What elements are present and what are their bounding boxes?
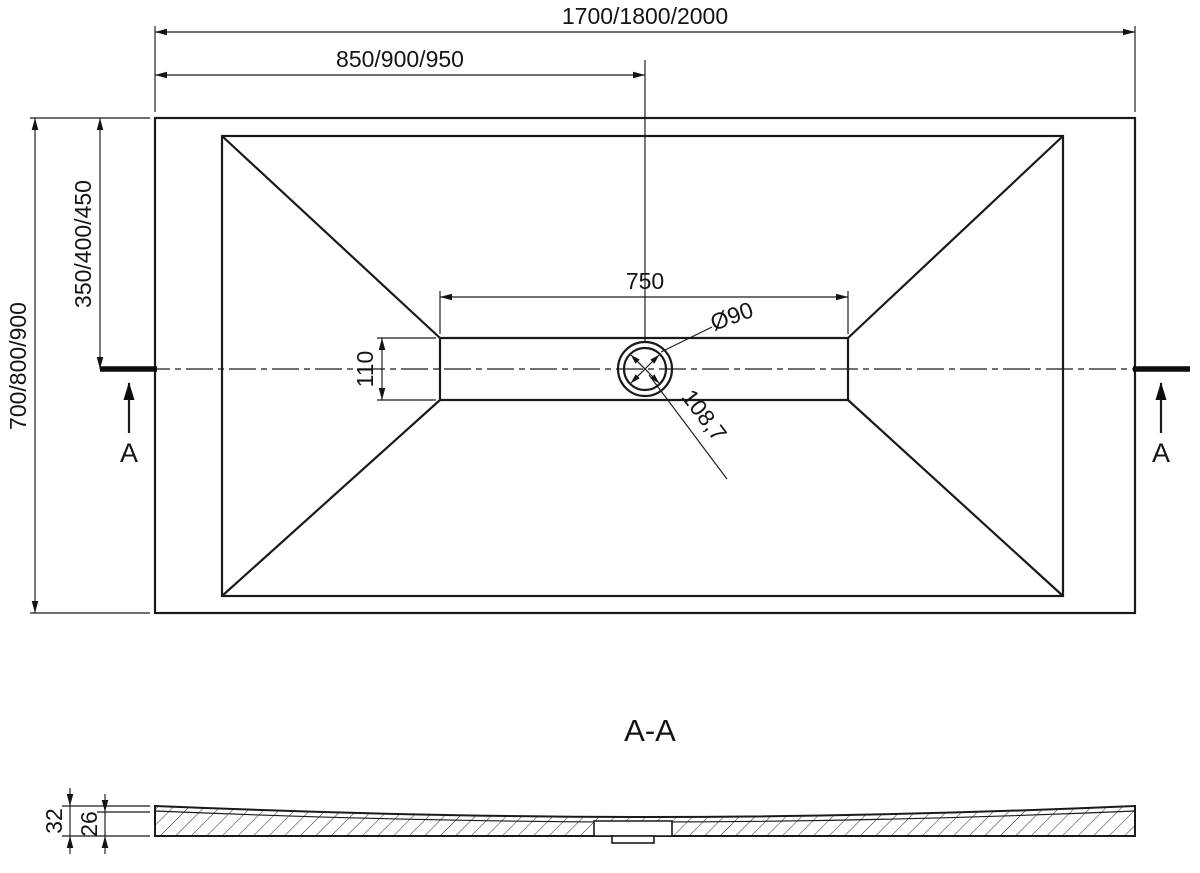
dim-overall-depth: 700/800/900 xyxy=(5,118,39,613)
tray-inner-edge xyxy=(220,134,1065,598)
slope-edge-top-right xyxy=(847,135,1064,339)
dimension-label: 750 xyxy=(626,268,664,294)
dimension-label: 108,7 xyxy=(677,384,732,446)
dimension-label: Ø90 xyxy=(707,296,757,335)
section-label-right: A xyxy=(1152,438,1170,468)
dim-channel-width: 110 xyxy=(352,338,386,400)
section-title: A-A xyxy=(624,713,676,748)
section-cut-line: A A xyxy=(100,366,1190,468)
dimension-label: 700/800/900 xyxy=(5,302,31,430)
section-view: A-A 32 26 xyxy=(41,713,1136,854)
dimensions-top-view: 1700/1800/2000 850/900/950 700/800/900 3… xyxy=(5,3,1136,614)
dim-total-height: 32 xyxy=(41,788,74,854)
slope-edge-top-left xyxy=(221,135,441,339)
dimension-label: 1700/1800/2000 xyxy=(562,3,728,29)
drain-recess xyxy=(593,820,673,837)
dim-base-thickness: 26 xyxy=(76,794,109,854)
slope-edge-bottom-left xyxy=(221,399,441,597)
dim-drain-diameter: Ø90 xyxy=(660,296,757,353)
dimension-label: 26 xyxy=(76,811,102,837)
dimension-label: 32 xyxy=(41,808,67,834)
dim-width-to-center: 850/900/950 xyxy=(155,46,645,79)
leader-line xyxy=(648,374,728,480)
drain-cross-line-2 xyxy=(630,354,660,384)
dimension-label: 110 xyxy=(352,351,378,388)
dimension-label: 850/900/950 xyxy=(336,46,464,72)
section-label-left: A xyxy=(120,438,138,468)
drain-outlet xyxy=(611,835,655,844)
leader-line xyxy=(660,326,713,353)
dim-overall-width: 1700/1800/2000 xyxy=(155,3,1135,36)
dim-depth-to-center: 350/400/450 xyxy=(70,118,104,369)
dim-channel-length: 750 xyxy=(440,268,848,301)
dimension-label: 350/400/450 xyxy=(70,180,96,308)
slope-edge-bottom-right xyxy=(847,399,1064,597)
dimensions-section-view: 32 26 xyxy=(41,788,150,854)
